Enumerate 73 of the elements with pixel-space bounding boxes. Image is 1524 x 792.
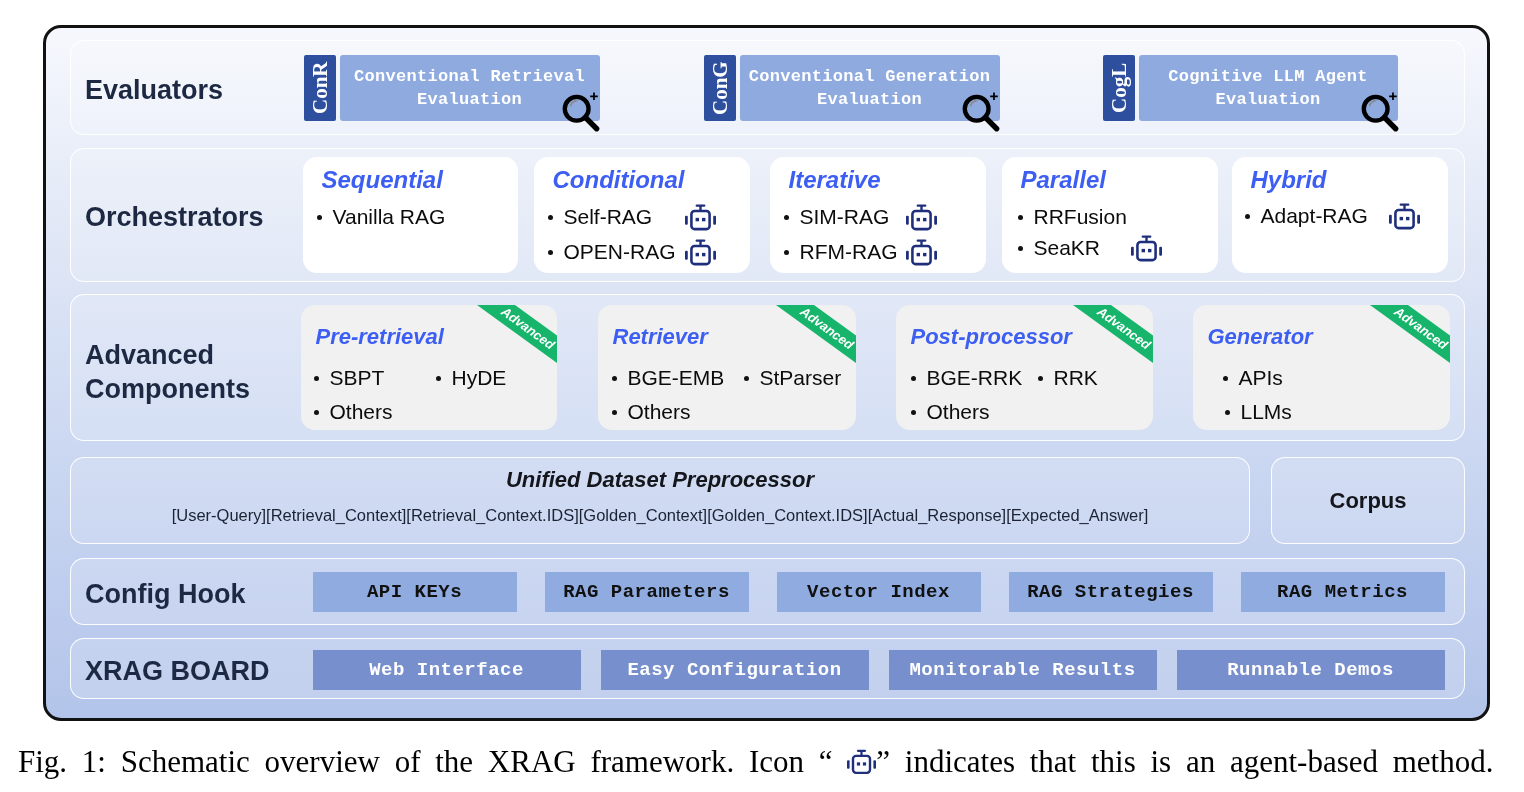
outer-frame (43, 25, 1490, 721)
feature-chip: Web Interface (312, 649, 581, 690)
section-title: XRAG BOARD (85, 654, 270, 688)
method-item: HyDE (434, 365, 507, 390)
method-item: Others (312, 399, 393, 424)
section-band (70, 558, 1465, 625)
card-title: Pre-retrieval (315, 322, 444, 351)
component-card (895, 304, 1153, 430)
corner-ribbon (1369, 304, 1450, 363)
corner-ribbon (775, 304, 856, 363)
method-item: RRFusion (1016, 204, 1127, 229)
feature-chip: Monitorable Results (888, 649, 1157, 690)
method-item: SeaKR (1016, 235, 1101, 260)
section-title: Advanced Components (85, 338, 251, 406)
method-item: Self-RAG (546, 204, 653, 229)
corner-ribbon (1072, 304, 1153, 363)
evaluation-label: Conventional Retrieval Evaluation (352, 65, 586, 111)
method-item: SIM-RAG (782, 204, 890, 229)
method-item: Adapt-RAG (1243, 203, 1368, 228)
method-card (769, 156, 986, 273)
card-title: Parallel (1020, 165, 1106, 194)
component-card (300, 304, 557, 430)
config-chip: Vector Index (776, 571, 981, 612)
corner-ribbon (476, 304, 557, 363)
feature-chip: Runnable Demos (1176, 649, 1445, 690)
card-title: Iterative (788, 165, 881, 194)
method-card (1001, 156, 1218, 273)
corpus-panel: Corpus (1271, 457, 1465, 544)
card-title: Hybrid (1250, 165, 1327, 194)
preprocessor-panel (70, 457, 1250, 544)
method-card (533, 156, 750, 273)
card-title: Sequential (321, 165, 443, 194)
card-title: Conditional (552, 165, 685, 194)
config-chip: API KEYs (312, 571, 517, 612)
component-card (597, 304, 856, 430)
evaluation-label: Conventional Generation Evaluation (747, 65, 992, 111)
method-item: BGE-RRK (909, 365, 1023, 390)
figure-caption: Fig. 1: Schematic overview of the XRAG framework. Icon “ (18, 744, 834, 779)
method-item: RRK (1036, 365, 1098, 390)
section-band (70, 638, 1465, 699)
section-band (70, 40, 1465, 135)
evaluation-label: Cognitive LLM Agent Evaluation (1167, 65, 1369, 111)
component-card (1192, 304, 1450, 430)
method-item: LLMs (1223, 399, 1292, 424)
card-title: Post-processor (910, 322, 1072, 351)
panel-title: Unified Dataset Preprocessor (504, 466, 816, 494)
method-item: RFM-RAG (782, 239, 898, 264)
section-title: Config Hook (85, 577, 246, 611)
feature-chip: Easy Configuration (600, 649, 869, 690)
method-item: Vanilla RAG (315, 204, 446, 229)
method-item: Others (909, 399, 990, 424)
method-card (302, 156, 518, 273)
abbreviation-tag: ConR (303, 54, 336, 121)
section-band (70, 148, 1465, 282)
method-item: OPEN-RAG (546, 239, 676, 264)
section-title: Evaluators (85, 73, 224, 107)
section-title: Orchestrators (85, 201, 264, 235)
method-item: Others (610, 399, 691, 424)
config-chip: RAG Metrics (1240, 571, 1445, 612)
card-title: Retriever (612, 322, 708, 351)
config-chip: RAG Strategies (1008, 571, 1213, 612)
config-chip: RAG Parameters (544, 571, 749, 612)
method-item: BGE-EMB (610, 365, 725, 390)
method-card (1231, 156, 1448, 273)
abbreviation-tag: CogL (1102, 54, 1135, 121)
field-list-text: [User-Query][Retrieval_Context][Retrieval_Context.IDS][Golden_Context][Golden_Context.IDS][Actual_Response][Expected_Answer] (170, 505, 1150, 526)
method-item: StParser (742, 365, 842, 390)
figure-caption: ” indicates that this is an agent-based method. (876, 744, 1494, 779)
method-item: APIs (1221, 365, 1283, 390)
section-band (70, 294, 1465, 441)
abbreviation-tag: ConG (703, 54, 736, 121)
card-title: Generator (1207, 322, 1313, 351)
method-item: SBPT (312, 365, 385, 390)
